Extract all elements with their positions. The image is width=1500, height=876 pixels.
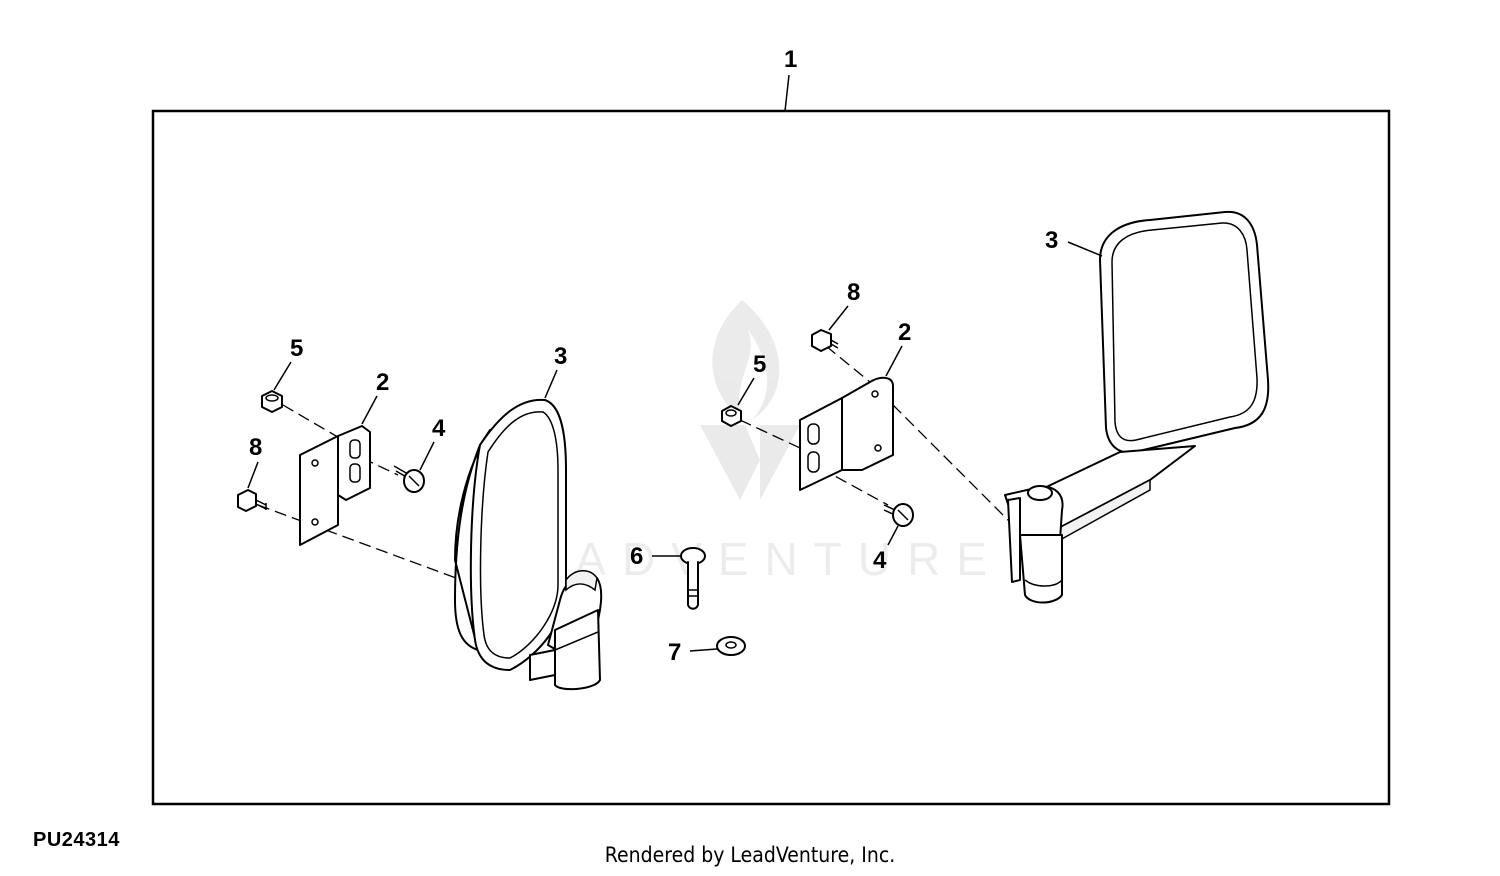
leader-screw-left <box>419 441 435 471</box>
leader-washer <box>689 648 718 652</box>
callout-bracket-left: 2 <box>376 369 389 396</box>
footer-credit: Rendered by LeadVenture, Inc. <box>604 843 896 867</box>
callout-mirror-left: 3 <box>554 343 567 370</box>
callout-bolt-right: 8 <box>847 279 860 306</box>
leader-bracket-right <box>885 345 903 377</box>
dash-line-right-upper <box>825 345 871 383</box>
dash-line-right-lower <box>819 467 889 506</box>
washer-part <box>716 636 746 656</box>
callout-nut-right: 5 <box>753 351 766 378</box>
leader-mirror-right <box>1067 241 1103 257</box>
nut-left <box>261 390 283 413</box>
leader-bolt-right <box>828 305 849 331</box>
dash-line-left-lower <box>257 504 457 579</box>
leader-mirror-left <box>544 369 558 399</box>
nut-right <box>721 405 742 427</box>
callout-assembly: 1 <box>784 46 797 73</box>
screw-left <box>393 465 425 493</box>
figure-id: PU24314 <box>33 829 120 851</box>
leader-bracket-left <box>361 395 378 425</box>
callout-mirror-right: 3 <box>1045 227 1058 254</box>
bracket-right <box>799 376 894 491</box>
screw-right <box>883 503 914 527</box>
leader-bolt-left <box>247 461 259 489</box>
pin-part <box>680 547 706 610</box>
bracket-left <box>299 425 371 546</box>
leader-nut-right <box>737 377 755 406</box>
bolt-right <box>811 329 839 352</box>
leader-assembly <box>784 74 790 112</box>
leader-nut-left <box>273 361 292 391</box>
mirror-right <box>1004 210 1270 604</box>
dash-line-right-mid <box>739 419 801 449</box>
callout-pin: 6 <box>630 543 643 570</box>
callout-screw-right: 4 <box>873 547 887 574</box>
leader-screw-right <box>887 525 899 546</box>
callout-nut-left: 5 <box>290 335 303 362</box>
callout-bolt-left: 8 <box>249 434 262 461</box>
mirror-left <box>454 398 603 691</box>
callout-bracket-right: 2 <box>898 319 911 346</box>
assembly-frame <box>151 109 1391 806</box>
watermark-logo-icon <box>700 300 800 500</box>
callout-washer: 7 <box>668 639 681 666</box>
dash-line-right-long <box>879 391 1011 523</box>
bolt-left <box>237 489 267 512</box>
callout-screw-left: 4 <box>432 415 446 442</box>
